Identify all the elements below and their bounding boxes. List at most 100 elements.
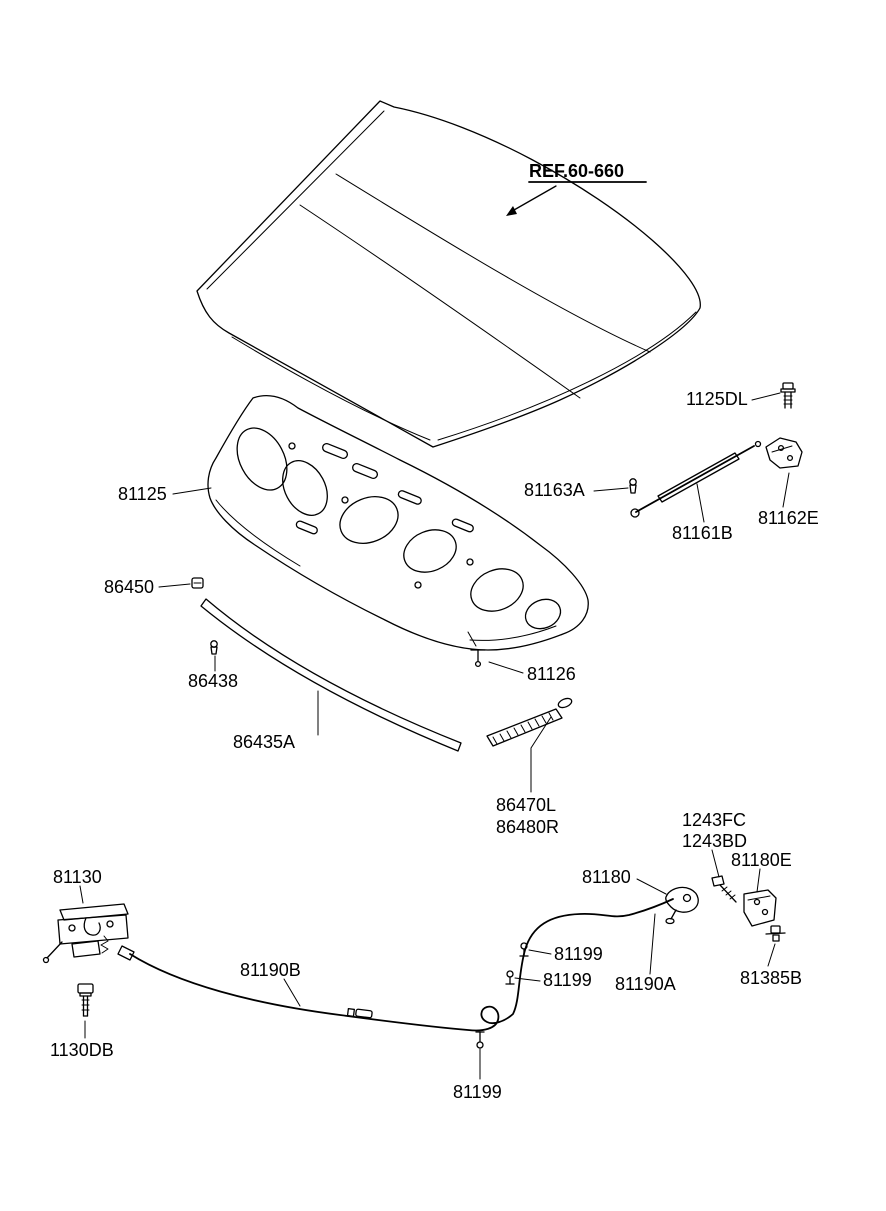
clip-81199-icon-a <box>519 942 529 957</box>
ref-arrowhead <box>506 206 517 216</box>
pad-slot <box>451 518 474 533</box>
strut-assembly <box>629 382 803 518</box>
strut-rod <box>635 445 755 513</box>
leader-86450 <box>158 583 191 588</box>
pad-pin-hole <box>466 558 474 566</box>
cable-barrel-small <box>346 1008 355 1017</box>
cable-barrel <box>355 1008 373 1019</box>
part-label-81162E: 81162E <box>758 508 819 528</box>
part-label-1243BD: 1243BD <box>682 831 747 851</box>
pad-slot <box>295 520 318 535</box>
clip-81199-icon-b <box>505 970 515 985</box>
pad-slot <box>352 462 378 480</box>
leader-81126 <box>488 661 524 674</box>
part-label-1243FC: 1243FC <box>682 810 746 830</box>
pad-inner-contour <box>215 499 301 567</box>
pad-hole <box>282 460 328 516</box>
hood-crease-2 <box>335 173 651 353</box>
leader-1125DL <box>751 392 781 401</box>
leader-81199-b <box>514 977 541 982</box>
latch-assembly <box>42 903 129 1017</box>
bolt-1130DB-icon <box>77 983 94 1017</box>
pad-outline <box>207 394 589 651</box>
part-label-86438: 86438 <box>188 671 238 691</box>
leader-81162E <box>782 472 790 508</box>
leader-81163A <box>593 487 629 492</box>
part-label-81190A: 81190A <box>615 974 676 994</box>
pad-slot <box>397 490 422 505</box>
screw-1243-icon <box>711 875 737 903</box>
ref-callout <box>506 181 647 216</box>
pad-hole <box>339 496 399 544</box>
latch-lower-tab <box>71 940 101 958</box>
leader-81180 <box>636 878 667 895</box>
pad-pin-hole <box>288 442 296 450</box>
clip-81199-icon-c <box>475 1031 485 1049</box>
latch-body <box>57 914 129 945</box>
strut-ball-end <box>630 508 640 518</box>
leader-81161B <box>696 483 705 523</box>
ref-arrow-line <box>513 185 557 211</box>
part-label-86470L: 86470L <box>496 795 556 815</box>
bracket-81180E-icon <box>743 889 777 927</box>
pad-slot <box>322 442 348 460</box>
part-label-1130DB: 1130DB <box>50 1040 114 1060</box>
part-label-81199-c: 81199 <box>453 1082 502 1102</box>
part-labels: REF.60-660 1125DL 81163A 81161B 81162E 8… <box>50 161 819 1102</box>
part-label-ref-60-660: REF.60-660 <box>529 161 624 181</box>
cable-81190B <box>129 898 674 1032</box>
cable-assembly <box>117 875 786 1049</box>
leader-81385B <box>767 943 776 967</box>
part-label-81180E: 81180E <box>731 850 792 870</box>
strip-86470-icon <box>486 697 573 747</box>
hood-outline <box>196 100 701 448</box>
pad-hole <box>524 598 562 630</box>
plug-81126-icon <box>467 631 486 668</box>
weatherstrip-group <box>191 577 573 752</box>
hood-right-inner-edge <box>437 311 697 441</box>
bracket-81162E-icon <box>765 437 803 469</box>
strut-cylinder <box>657 452 740 503</box>
part-label-81163A: 81163A <box>524 480 585 500</box>
part-label-81126: 81126 <box>527 664 576 684</box>
leader-81199-a <box>528 949 552 955</box>
hood-inner-left-edge <box>206 110 385 290</box>
pad-hole <box>236 427 288 491</box>
hood-panel <box>196 100 701 448</box>
pad-inner-contour <box>469 625 557 641</box>
part-label-81199-a: 81199 <box>554 944 603 964</box>
insulator-pad <box>207 394 589 651</box>
nut-81385B-icon <box>765 925 786 942</box>
leader-lines <box>79 392 790 1080</box>
pad-hole <box>403 529 457 573</box>
leader-81180E <box>756 868 761 893</box>
latch-lever <box>46 941 63 959</box>
weatherstrip-86435A <box>200 598 462 752</box>
bolt-1125DL-icon <box>780 382 796 409</box>
leader-1243 <box>711 849 720 878</box>
cable-end-fitting <box>117 945 135 961</box>
latch-lever-end <box>42 956 50 964</box>
pad-pin-hole <box>414 581 422 589</box>
latch-top-bar <box>59 903 129 921</box>
part-label-81161B: 81161B <box>672 523 733 543</box>
clip-81163A-icon <box>629 478 637 494</box>
latch-bolt-hole <box>106 920 114 928</box>
hood-front-band <box>231 336 431 441</box>
part-label-86450: 86450 <box>104 577 154 597</box>
part-label-1125DL: 1125DL <box>686 389 748 409</box>
hood-crease-1 <box>299 204 581 399</box>
handle-81180-icon <box>665 886 699 925</box>
latch-hook <box>83 917 101 936</box>
part-label-81199-b: 81199 <box>543 970 592 990</box>
leader-81190A <box>649 913 656 975</box>
part-label-81130: 81130 <box>53 867 102 887</box>
part-label-81180: 81180 <box>582 867 631 887</box>
part-label-86480R: 86480R <box>496 817 559 837</box>
leader-86470 <box>530 716 552 793</box>
part-label-86435A: 86435A <box>233 732 295 752</box>
strut-fork-end <box>754 440 762 448</box>
leader-81190B <box>283 978 301 1007</box>
